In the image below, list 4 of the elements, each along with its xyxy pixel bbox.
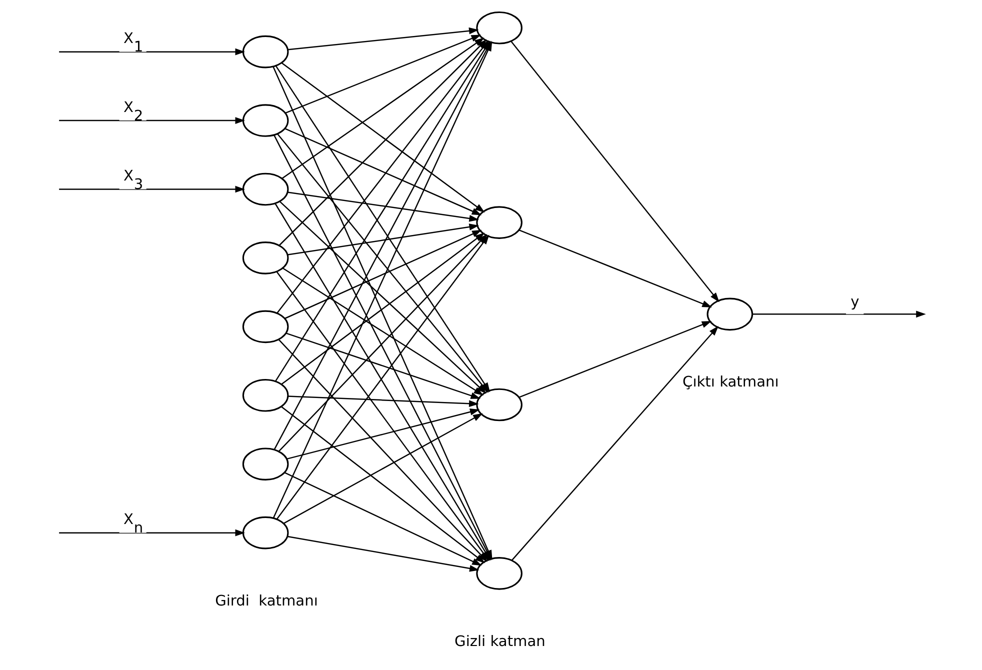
label: Gizli katman [454, 632, 545, 650]
edge-label: y [850, 294, 859, 311]
label: Çıktı katmanı [682, 374, 778, 391]
label: Girdi katmanı [214, 592, 318, 610]
